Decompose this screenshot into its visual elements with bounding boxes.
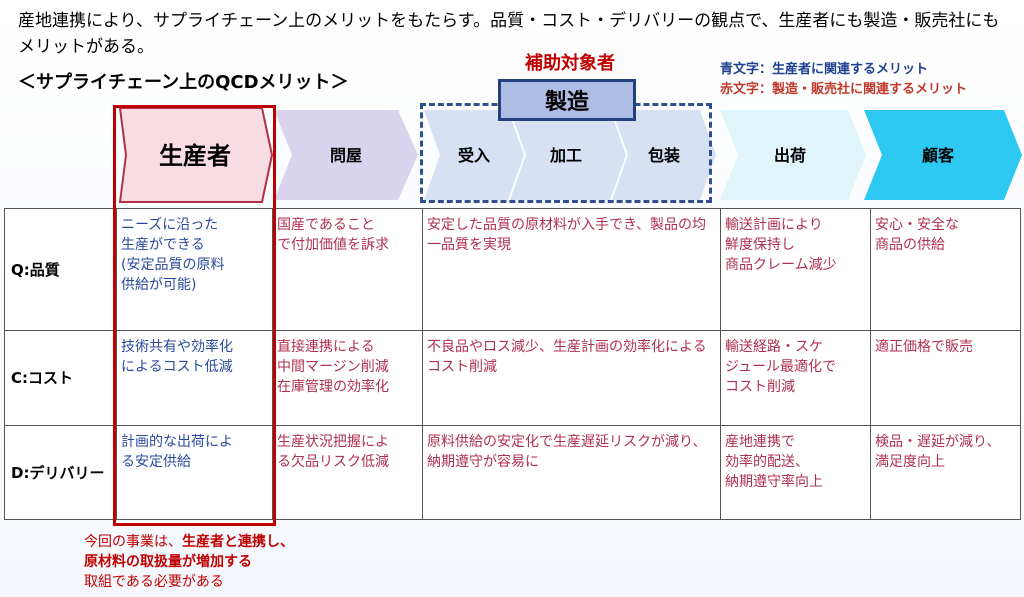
stage-label-processing: 加工 [549,146,582,165]
cell-cost-wholesaler: 直接連携による 中間マージン削減 在庫管理の効率化 [272,330,423,426]
stage-label-receiving: 受入 [458,146,490,165]
subsidy-target-label: 補助対象者 [525,53,615,74]
note-text: 今回の事業は、生産者と連携し、 原材料の取扱量が増加する 取組である必要がある [84,532,294,592]
stage-label-producer: 生産者 [159,142,231,170]
cell-delivery-manufacturing: 原料供給の安定化で生産遅延リスクが減り、納期遵守が容易に [422,425,721,520]
stage-processing-shape [510,110,626,200]
stage-packaging-shape [612,110,716,200]
cell-quality-shipping: 輸送計画により 鮮度保持し 商品クレーム減少 [720,208,871,331]
legend-red: 赤文字：製造・販売社に関連するメリット [720,82,968,97]
note-line3: 取組である必要がある [84,574,224,590]
manufacturing-box: 製造 [498,79,636,121]
legend-blue: 青文字：生産者に関連するメリット [720,62,929,77]
cell-quality-producer: ニーズに沿った 生産ができる (安定品質の原料 供給が可能) [116,208,273,331]
stage-receiving-shape [424,110,524,200]
stage-label-packaging: 包装 [648,146,680,165]
table-row-quality: Q:品質 ニーズに沿った 生産ができる (安定品質の原料 供給が可能) 国産であ… [4,208,1021,331]
cell-delivery-producer: 計画的な出荷によ る安定供給 [116,425,273,520]
cell-cost-customer: 適正価格で販売 [870,330,1021,426]
stage-shipping-shape [720,110,866,200]
cell-quality-wholesaler: 国産であること で付加価値を訴求 [272,208,423,331]
row-head-cost: C:コスト [4,330,117,426]
stage-customer-shape [864,110,1022,200]
cell-quality-manufacturing: 安定した品質の原材料が入手でき、製品の均一品質を実現 [422,208,721,331]
qcd-table: Q:品質 ニーズに沿った 生産ができる (安定品質の原料 供給が可能) 国産であ… [4,208,1021,520]
cell-cost-producer: 技術共有や効率化 によるコスト低減 [116,330,273,426]
cell-quality-customer: 安心・安全な 商品の供給 [870,208,1021,331]
section-subtitle: ＜サプライチェーン上のQCDメリット＞ [18,72,349,93]
note-line1-plain: 今回の事業は、 [84,534,182,550]
row-head-quality: Q:品質 [4,208,117,331]
row-head-delivery: D:デリバリー [4,425,117,520]
table-row-cost: C:コスト 技術共有や効率化 によるコスト低減 直接連携による 中間マージン削減… [4,330,1021,426]
intro-text: 産地連携により、サプライチェーン上のメリットをもたらす。品質・コスト・デリバリー… [18,11,1000,57]
cell-delivery-wholesaler: 生産状況把握によ る欠品リスク低減 [272,425,423,520]
stage-producer-shape [118,107,274,203]
cell-delivery-shipping: 産地連携で 効率的配送、 納期遵守率向上 [720,425,871,520]
cell-cost-shipping: 輸送経路・スケ ジュール最適化で コスト削減 [720,330,871,426]
note-line2-bold: 原材料の取扱量が増加する [84,554,252,570]
cell-delivery-customer: 検品・遅延が減り、 満足度向上 [870,425,1021,520]
stage-label-wholesaler: 問屋 [330,146,362,165]
table-row-delivery: D:デリバリー 計画的な出荷によ る安定供給 生産状況把握によ る欠品リスク低減… [4,425,1021,520]
cell-cost-manufacturing: 不良品やロス減少、生産計画の効率化によるコスト削減 [422,330,721,426]
note-line1-bold: 生産者と連携し、 [182,534,294,550]
stage-label-shipping: 出荷 [774,146,806,165]
stage-label-customer: 顧客 [922,146,955,165]
stage-wholesaler-shape [274,110,418,200]
supply-chain-flow: 生産者 問屋 受入 加工 包装 出荷 顧客 [118,107,1022,203]
